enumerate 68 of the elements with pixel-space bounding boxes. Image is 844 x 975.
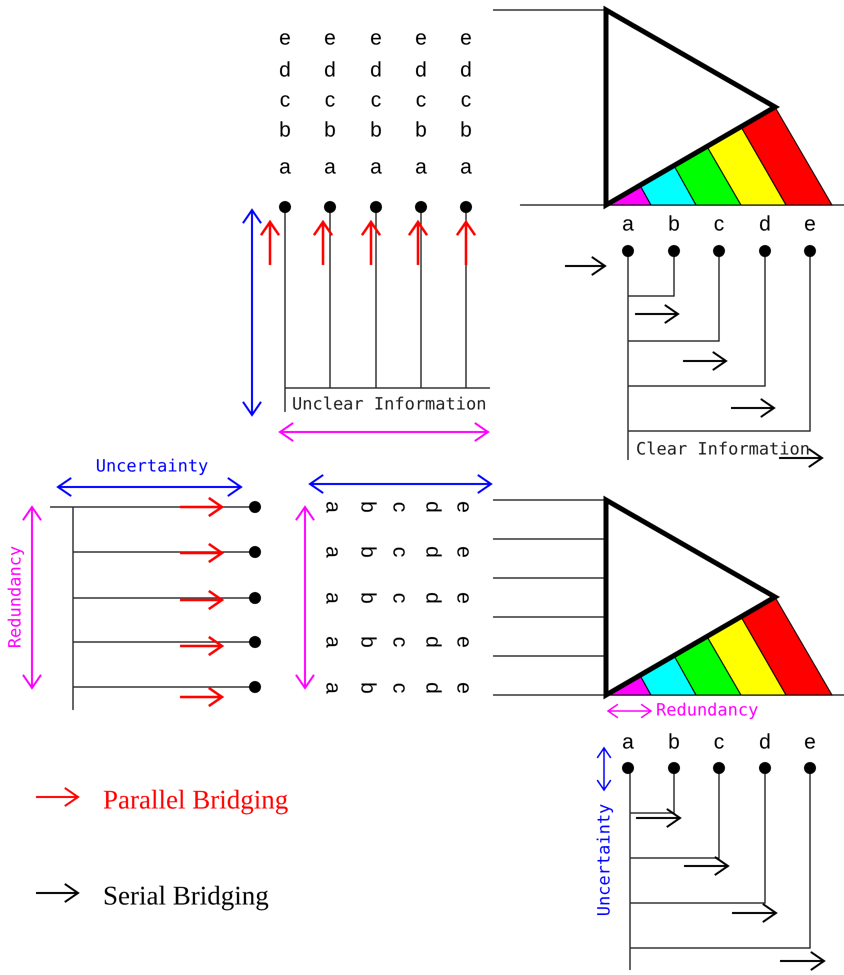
letter: a: [622, 214, 634, 234]
letter: e: [370, 28, 382, 48]
letter: c: [460, 90, 472, 110]
letter: d: [460, 60, 472, 80]
letter: b: [358, 501, 378, 513]
letter: e: [415, 28, 427, 48]
letter: a: [322, 682, 344, 694]
letter: b: [460, 120, 472, 140]
letter: a: [322, 636, 344, 648]
letter: a: [322, 501, 344, 513]
letter: d: [324, 60, 336, 80]
letter: e: [804, 214, 816, 234]
letter: b: [358, 682, 378, 694]
letter: d: [759, 732, 771, 752]
letter: c: [390, 636, 410, 648]
letter: c: [714, 214, 724, 234]
letter: e: [454, 592, 474, 604]
letter: c: [390, 682, 410, 694]
axis-caption: Unclear Information: [292, 396, 486, 414]
letter: d: [422, 546, 444, 558]
letter: b: [668, 732, 680, 752]
letter: c: [416, 90, 426, 110]
axis-caption: Clear Information: [636, 442, 810, 458]
letter: c: [390, 546, 410, 558]
letter: a: [370, 156, 382, 178]
dimension-label: Redundancy: [656, 702, 758, 720]
letter: c: [390, 592, 410, 604]
letter: b: [358, 546, 378, 558]
dimension-label: Uncertainty: [96, 458, 208, 476]
letter: b: [668, 214, 680, 234]
letter: a: [415, 156, 427, 178]
letter: d: [422, 592, 444, 604]
letter: b: [358, 636, 378, 648]
legend-text: Serial Bridging: [103, 882, 269, 910]
letter: b: [370, 120, 382, 140]
letter: e: [804, 732, 816, 752]
letter: e: [324, 28, 336, 48]
letter: e: [454, 682, 474, 694]
letter: c: [280, 90, 290, 110]
letter: e: [454, 546, 474, 558]
letter: c: [390, 502, 410, 512]
letter: d: [422, 636, 444, 648]
legend-text: Parallel Bridging: [103, 786, 288, 814]
dimension-label: Redundancy: [8, 546, 24, 648]
letter: d: [415, 60, 427, 80]
letter: a: [322, 546, 344, 558]
letter: e: [460, 28, 472, 48]
letter: d: [422, 501, 444, 513]
letter: a: [622, 732, 634, 752]
letter: b: [279, 120, 291, 140]
letter: e: [454, 501, 474, 513]
letter: c: [370, 90, 382, 110]
letter: c: [324, 90, 336, 110]
letter: e: [454, 636, 474, 648]
letter: c: [714, 732, 724, 752]
letter: d: [422, 682, 444, 694]
dimension-label: Uncertainty: [596, 804, 614, 916]
letter: e: [279, 28, 291, 48]
letter: a: [279, 156, 291, 178]
letter: d: [759, 214, 771, 234]
letter: a: [322, 592, 344, 604]
letter: b: [358, 592, 378, 604]
letter: d: [279, 60, 291, 80]
letter: a: [460, 156, 472, 178]
letter: b: [415, 120, 427, 140]
letter: b: [324, 120, 336, 140]
letter: a: [324, 156, 336, 178]
letter: d: [370, 60, 382, 80]
